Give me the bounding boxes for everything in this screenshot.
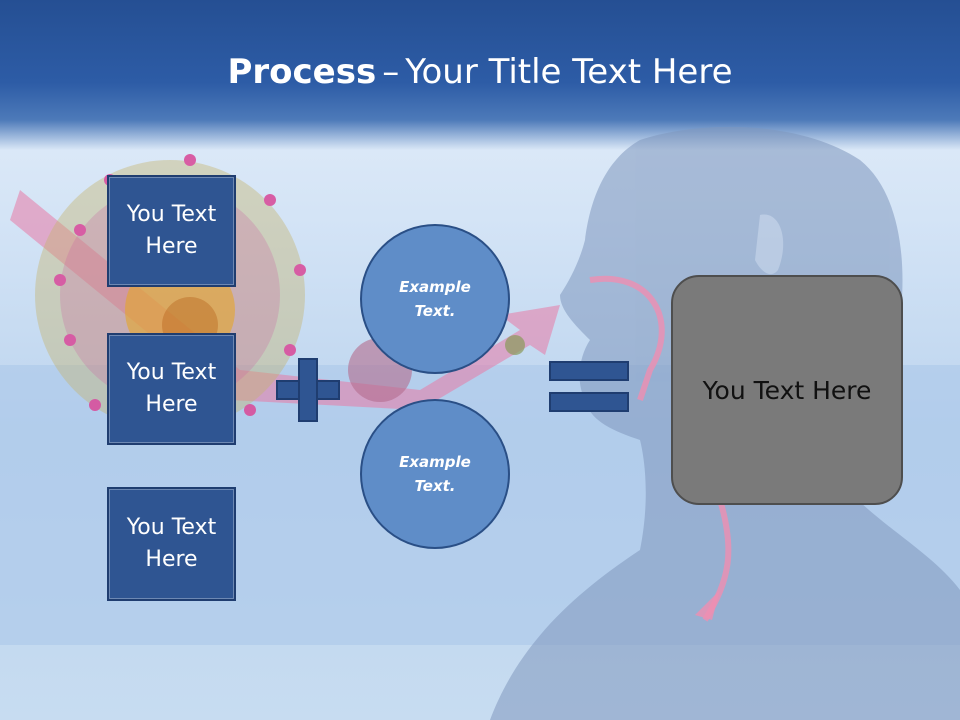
text-box-1-label: You Text Here	[126, 202, 217, 259]
result-box-label: You Text Here	[702, 375, 872, 405]
pink-arrow	[10, 190, 560, 410]
title-bold: Process	[227, 52, 377, 92]
example-circle-1-label: Example Text.	[399, 278, 471, 320]
text-box-2-label: You Text Here	[126, 360, 217, 417]
text-box-2[interactable]: You Text Here	[107, 333, 236, 445]
example-circle-2-label: Example Text.	[399, 453, 471, 495]
text-box-3-label: You Text Here	[126, 515, 217, 572]
title-rest: Your Title Text Here	[405, 52, 733, 92]
title-dash: –	[382, 52, 400, 92]
result-box[interactable]: You Text Here	[671, 275, 903, 505]
plus-icon	[276, 358, 340, 422]
text-box-3[interactable]: You Text Here	[107, 487, 236, 601]
example-circle-2[interactable]: Example Text.	[360, 399, 510, 549]
equals-icon	[549, 361, 629, 415]
example-circle-1[interactable]: Example Text.	[360, 224, 510, 374]
slide-title: Process–Your Title Text Here	[0, 52, 960, 92]
text-box-1[interactable]: You Text Here	[107, 175, 236, 287]
header-band	[0, 0, 960, 150]
